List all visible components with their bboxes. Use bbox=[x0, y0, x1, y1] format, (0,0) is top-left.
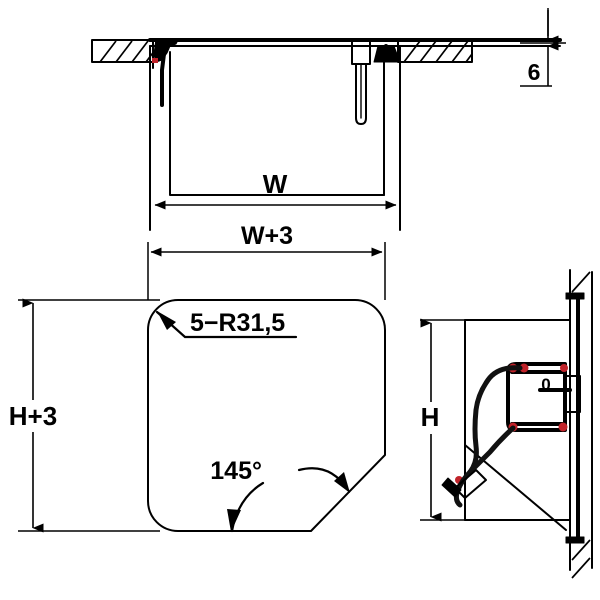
terminal-node-2 bbox=[519, 363, 529, 373]
view-section-top: 6 W bbox=[91, 8, 566, 231]
annotation-chamfer-angle-label: 145° bbox=[210, 457, 262, 485]
dimension-width-outer: W+3 bbox=[150, 222, 383, 257]
panel-flange-caps bbox=[565, 292, 585, 544]
dimension-thickness: 6 bbox=[520, 8, 566, 87]
cutout-profile bbox=[147, 299, 386, 532]
mounting-clip-left bbox=[152, 39, 179, 107]
front-panel-hatching bbox=[571, 271, 591, 579]
view-plan-cutout: W+3 H+3 5−R31,5 145° bbox=[2, 222, 386, 533]
dimension-height-side-label: H bbox=[421, 402, 440, 432]
dimension-thickness-label: 6 bbox=[528, 59, 541, 85]
dimension-height-outer: H+3 bbox=[2, 298, 64, 533]
power-cable bbox=[441, 365, 523, 508]
dimension-width-inner: W bbox=[154, 169, 397, 210]
junction-box-marking: 0 bbox=[541, 375, 550, 394]
annotation-corner-radius: 5−R31,5 bbox=[155, 309, 298, 339]
view-section-right: 0 H bbox=[412, 269, 593, 579]
annotation-chamfer-angle: 145° bbox=[210, 457, 350, 533]
junction-box-connector bbox=[565, 375, 581, 413]
clip-contact-marker-left bbox=[152, 58, 158, 63]
appliance-body-side bbox=[464, 319, 571, 531]
fixing-screw bbox=[351, 40, 371, 125]
mounting-clip-right bbox=[373, 44, 401, 196]
terminal-node-5 bbox=[560, 364, 568, 372]
dimension-height-outer-label: H+3 bbox=[9, 401, 57, 431]
terminal-node-4 bbox=[558, 422, 568, 432]
dimension-width-inner-label: W bbox=[263, 169, 288, 199]
worktop-slab-right bbox=[397, 39, 473, 63]
dimension-width-outer-label: W+3 bbox=[241, 222, 293, 250]
annotation-corner-radius-label: 5−R31,5 bbox=[190, 309, 285, 337]
dimension-height-side: H bbox=[412, 318, 478, 522]
